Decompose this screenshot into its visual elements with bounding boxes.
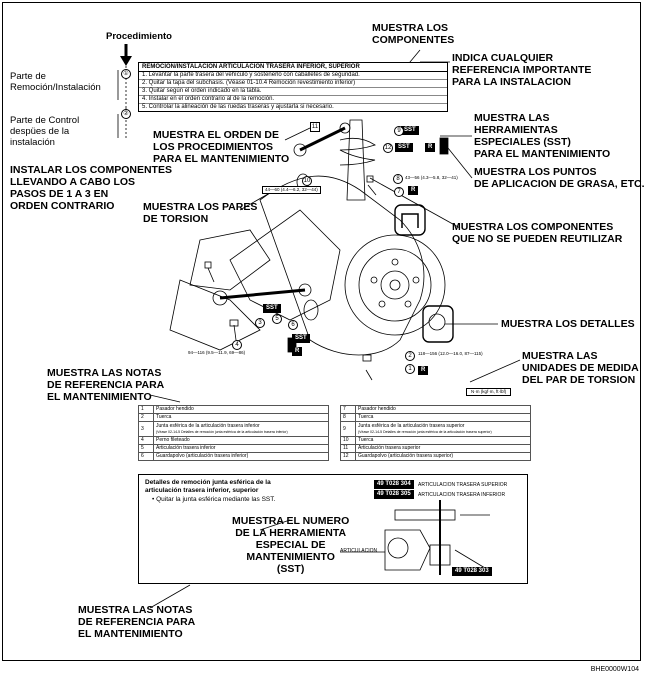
procedure-step: 2. Quitar la tapa del subchasis. (Véase … [139, 80, 447, 88]
part-name: Tuerca [355, 413, 531, 422]
r-badge: R [418, 366, 429, 375]
part-num: 6 [138, 452, 154, 461]
r-badge: R [408, 186, 419, 195]
part-name: Guardapolvo (articulación trasera superi… [355, 452, 531, 461]
procedimiento-label: Procedimiento [106, 31, 172, 42]
r-badge: R [425, 143, 436, 152]
procedure-step: 4. Instalar en el orden contrario al de … [139, 96, 447, 104]
detail-bullet-text: Quitar la junta esférica mediante las SS… [156, 496, 276, 503]
callout-grasa: MUESTRA LOS PUNTOS DE APLICACION DE GRAS… [474, 166, 645, 190]
sst-desc: ARTICULACION TRASERA INFERIOR [418, 492, 506, 498]
part-number-2: 2 [405, 351, 415, 361]
torque-label: 44—60 (4.4—6.2, 32—44) [262, 186, 321, 194]
articulacion-label: ARTICULACION [340, 548, 378, 554]
part-name: Articulación trasera superior [355, 444, 531, 453]
procedure-step: 1. Levantar la parte trasera del vehícul… [139, 72, 447, 80]
footer-code: BHE0000W104 [590, 666, 639, 673]
callout-notas-1: MUESTRA LAS NOTAS DE REFERENCIA PARA EL … [47, 367, 165, 403]
part-number-7: 7 [394, 187, 404, 197]
part-name: Articulación trasera inferior [153, 444, 329, 453]
sst-code: 49 T028 304 [374, 480, 414, 489]
callout-unidades: MUESTRA LAS UNIDADES DE MEDIDA DEL PAR D… [522, 350, 639, 386]
callout-no-reutilizar: MUESTRA LOS COMPONENTES QUE NO SE PUEDEN… [452, 221, 623, 245]
marker-2: ② [121, 109, 131, 119]
parte-remocion-label: Parte de Remoción/Instalación [10, 71, 101, 93]
torque-label: 118—156 (12.0—16.0, 87—115) [418, 351, 483, 356]
part-num: 1 [138, 405, 154, 414]
part-number-1: 1 [405, 364, 415, 374]
marker-1: ① [121, 69, 131, 79]
part-num: 12 [340, 452, 356, 461]
callout-detalles: MUESTRA LOS DETALLES [501, 318, 635, 330]
sst-code: 49 T028 303 [452, 567, 492, 576]
procedure-box: REMOCION/INSTALACION ARTICULACION TRASER… [138, 62, 448, 112]
torque-label: 43—56 (4.3—5.8, 32—41) [405, 175, 458, 180]
part-num: 9 [340, 421, 356, 437]
part-number-5: 5 [272, 314, 282, 324]
part-name: Tuerca [153, 413, 329, 422]
part-number-12: 12 [383, 143, 393, 153]
callout-referencia: INDICA CUALQUIER REFERENCIA IMPORTANTE P… [452, 52, 592, 88]
sst-badge: SST [263, 304, 281, 313]
procedure-step: 5. Controlar la alineación de las ruedas… [142, 104, 334, 110]
r-badge: R [292, 347, 303, 356]
part-number-10: 10 [302, 176, 312, 186]
part-number-11: 11 [310, 122, 320, 132]
sst-badge: SST [292, 334, 310, 343]
part-number-8: 8 [393, 174, 403, 184]
sst-desc: ARTICULACION TRASERA SUPERIOR [418, 482, 508, 488]
part-name: Junta esférica de la articulación traser… [156, 423, 260, 429]
part-name: Pasador hendido [355, 405, 531, 414]
part-number-4: 4 [232, 340, 242, 350]
part-num: 11 [340, 444, 356, 453]
callout-instalar: INSTALAR LOS COMPONENTES LLEVANDO A CABO… [10, 164, 172, 212]
part-name: Junta esférica de la articulación traser… [358, 423, 465, 429]
part-number-3: 3 [255, 318, 265, 328]
part-num: 10 [340, 436, 356, 445]
sst-code: 49 T028 305 [374, 490, 414, 499]
part-name: Tuerca [355, 436, 531, 445]
callout-orden: MUESTRA EL ORDEN DE LOS PROCEDIMIENTOS P… [153, 129, 290, 165]
parte-control-label: Parte de Control despües de la instalaci… [10, 115, 80, 148]
part-note: (Véase 02-14-5 Detalles de remoción junt… [156, 430, 288, 434]
callout-numero-sst: MUESTRA EL NUMERO DE LA HERRAMIENTA ESPE… [232, 515, 350, 575]
part-num: 2 [138, 413, 154, 422]
part-num: 5 [138, 444, 154, 453]
detail-box [138, 474, 528, 584]
part-note: (Véase 02-14-5 Detalles de remoción junt… [358, 430, 492, 434]
page-frame [2, 2, 641, 661]
part-num: 7 [340, 405, 356, 414]
procedure-step: 3. Quitar según el orden indicado en la … [139, 88, 447, 96]
part-name: Pasador hendido [153, 405, 329, 414]
callout-notas-2: MUESTRA LAS NOTAS DE REFERENCIA PARA EL … [78, 604, 196, 640]
part-num: 4 [138, 436, 154, 445]
sst-badge: SST [401, 126, 419, 135]
procedure-title: REMOCION/INSTALACION ARTICULACION TRASER… [138, 62, 448, 72]
detail-bullet: • Quitar la junta esférica mediante las … [152, 496, 276, 503]
part-num: 8 [340, 413, 356, 422]
part-number-9: 9 [394, 126, 404, 136]
callout-componentes: MUESTRA LOS COMPONENTES [372, 22, 455, 46]
part-num: 3 [138, 421, 154, 437]
callout-pares: MUESTRA LOS PARES DE TORSION [143, 201, 258, 225]
part-number-6: 6 [288, 320, 298, 330]
part-name: Guardapolvo (articulación trasera inferi… [153, 452, 329, 461]
sst-badge: SST [395, 143, 413, 152]
detail-title: Detalles de remoción junta esférica de l… [145, 479, 271, 494]
part-name: Perno fileteado [153, 436, 329, 445]
torque-units-label: N·m (kgf·m, ft·lbf) [466, 388, 512, 396]
torque-label: 94—116 (9.5—11.9, 69—86) [188, 350, 246, 355]
callout-herramientas: MUESTRA LAS HERRAMIENTAS ESPECIALES (SST… [474, 112, 611, 160]
